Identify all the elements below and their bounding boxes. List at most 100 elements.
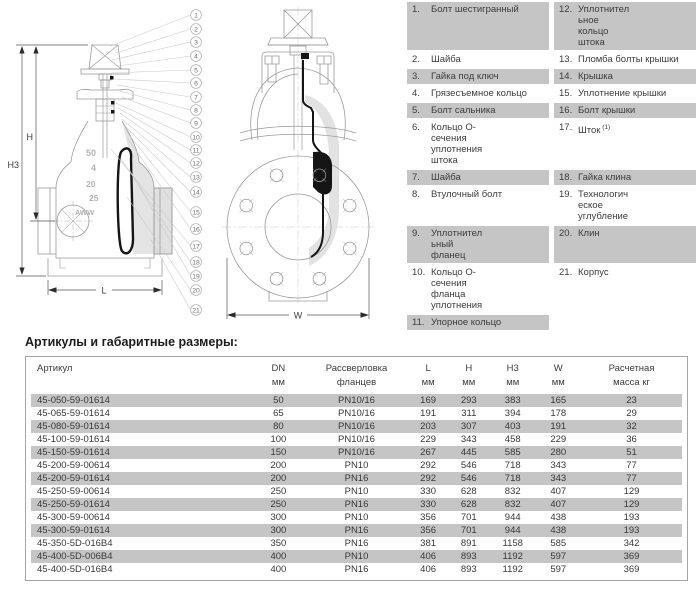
value-cell: 193: [581, 524, 682, 537]
value-cell: 403: [489, 420, 536, 433]
value-cell: 311: [461, 408, 477, 419]
value-cell: 438: [535, 524, 582, 537]
bolt-hole-tick: [352, 241, 357, 246]
callout-number-9: 9: [194, 120, 198, 127]
value-cell: 1192: [502, 564, 523, 575]
bolt-hole-tick: [269, 271, 274, 277]
value-cell: 307: [447, 420, 490, 433]
parts-item-label: Пломба болты крышки: [578, 54, 679, 65]
callout-circle-7: [190, 91, 202, 103]
parts-item: 4.Грязесъемное кольцо: [407, 86, 549, 101]
callout-leader-line: [117, 107, 191, 151]
parts-row: 11.Упорное кольцо: [407, 315, 696, 330]
footnote-marker: (1): [600, 124, 611, 131]
value-cell: 893: [460, 564, 477, 575]
value-cell: PN10/16: [304, 446, 409, 459]
callout-number-7: 7: [194, 94, 198, 101]
value-cell: 944: [489, 524, 536, 537]
value-cell: 32: [581, 420, 682, 433]
casting-mark: AWW: [75, 208, 95, 217]
value-cell: 343: [535, 472, 582, 485]
value-cell: 203: [408, 420, 448, 433]
callout-leader-line: [120, 158, 191, 263]
stem-lines: [102, 74, 108, 158]
dim-label-w: W: [294, 311, 303, 321]
callout-leader-line: [119, 112, 191, 164]
value-cell: 369: [623, 564, 640, 575]
bolt-hole-tick: [239, 241, 244, 246]
callout-leader-line: [119, 90, 191, 111]
callout-leader-line: [115, 102, 191, 138]
callout-circle-11: [190, 144, 202, 156]
callout-leader-line: [127, 138, 191, 230]
parts-item-label: Болт крышки: [578, 105, 636, 116]
value-cell: 597: [550, 564, 567, 575]
callout-circle-13: [190, 171, 202, 183]
value-cell: 80: [252, 420, 305, 433]
article-cell: 45-300-59-01614: [31, 524, 253, 537]
bolt-hole-tick: [322, 177, 327, 183]
bolt-hole-tick: [342, 198, 348, 203]
parts-item: 2.Шайба: [407, 52, 549, 67]
cover-bolt-left: [264, 55, 280, 83]
callout-leader-line: [125, 130, 191, 213]
right-flange: [153, 187, 173, 255]
value-cell: 292: [420, 460, 437, 471]
callout-leader-line: [116, 84, 191, 98]
callout-circle-16: [190, 223, 202, 235]
bolt-hole-tick: [279, 281, 284, 286]
value-cell: 169: [408, 394, 448, 407]
bolt-hole: [312, 168, 327, 182]
value-cell: 438: [550, 512, 567, 523]
value-cell: 178: [550, 408, 567, 419]
callout-number-6: 6: [194, 80, 198, 87]
bolt-hole-tick: [248, 198, 254, 203]
bolt-hole-tick: [239, 198, 244, 203]
bolt-hole-tick: [248, 251, 254, 256]
bolt-hole-tick: [269, 177, 274, 183]
value-cell: 891: [460, 538, 477, 549]
parts-item-number: 14.: [559, 71, 573, 82]
callout-number-5: 5: [194, 67, 198, 74]
bolt-hole-tick: [342, 251, 348, 256]
value-cell: 300: [252, 524, 305, 537]
bolt-hole-tick: [239, 208, 244, 213]
callout-circle-17: [190, 240, 202, 252]
bolt-hole-tick: [312, 281, 317, 286]
casting-mark: 4: [91, 163, 96, 173]
value-cell: PN16: [304, 472, 409, 485]
value-cell: 585: [489, 446, 536, 459]
parts-item: 7.Шайба: [407, 170, 549, 185]
value-cell: 458: [504, 434, 521, 445]
parts-item-label: Втулочный болт: [431, 189, 503, 200]
column-header-line2: мм: [551, 377, 565, 388]
parts-item-label: Технологич еское углубление: [578, 189, 629, 222]
bolt-hole-tick: [312, 271, 317, 277]
value-cell: 628: [447, 498, 490, 511]
callout-leader-line: [115, 28, 191, 54]
value-cell: 369: [581, 550, 682, 563]
parts-item: 8.Втулочный болт: [407, 187, 549, 224]
body-dome: [250, 67, 346, 141]
value-cell: 280: [535, 446, 582, 459]
value-cell: 445: [447, 446, 490, 459]
value-cell: PN10: [344, 486, 369, 497]
parts-item-label: Упорное кольцо: [431, 317, 502, 328]
section-hatch-left-view: [122, 121, 154, 254]
seal-contour: [302, 60, 324, 258]
value-cell: 50: [252, 394, 305, 407]
value-cell: PN10/16: [304, 420, 409, 433]
bolt-hole-tick: [322, 168, 327, 173]
value-cell: PN16: [304, 498, 409, 511]
callout-circle-6: [190, 77, 202, 89]
